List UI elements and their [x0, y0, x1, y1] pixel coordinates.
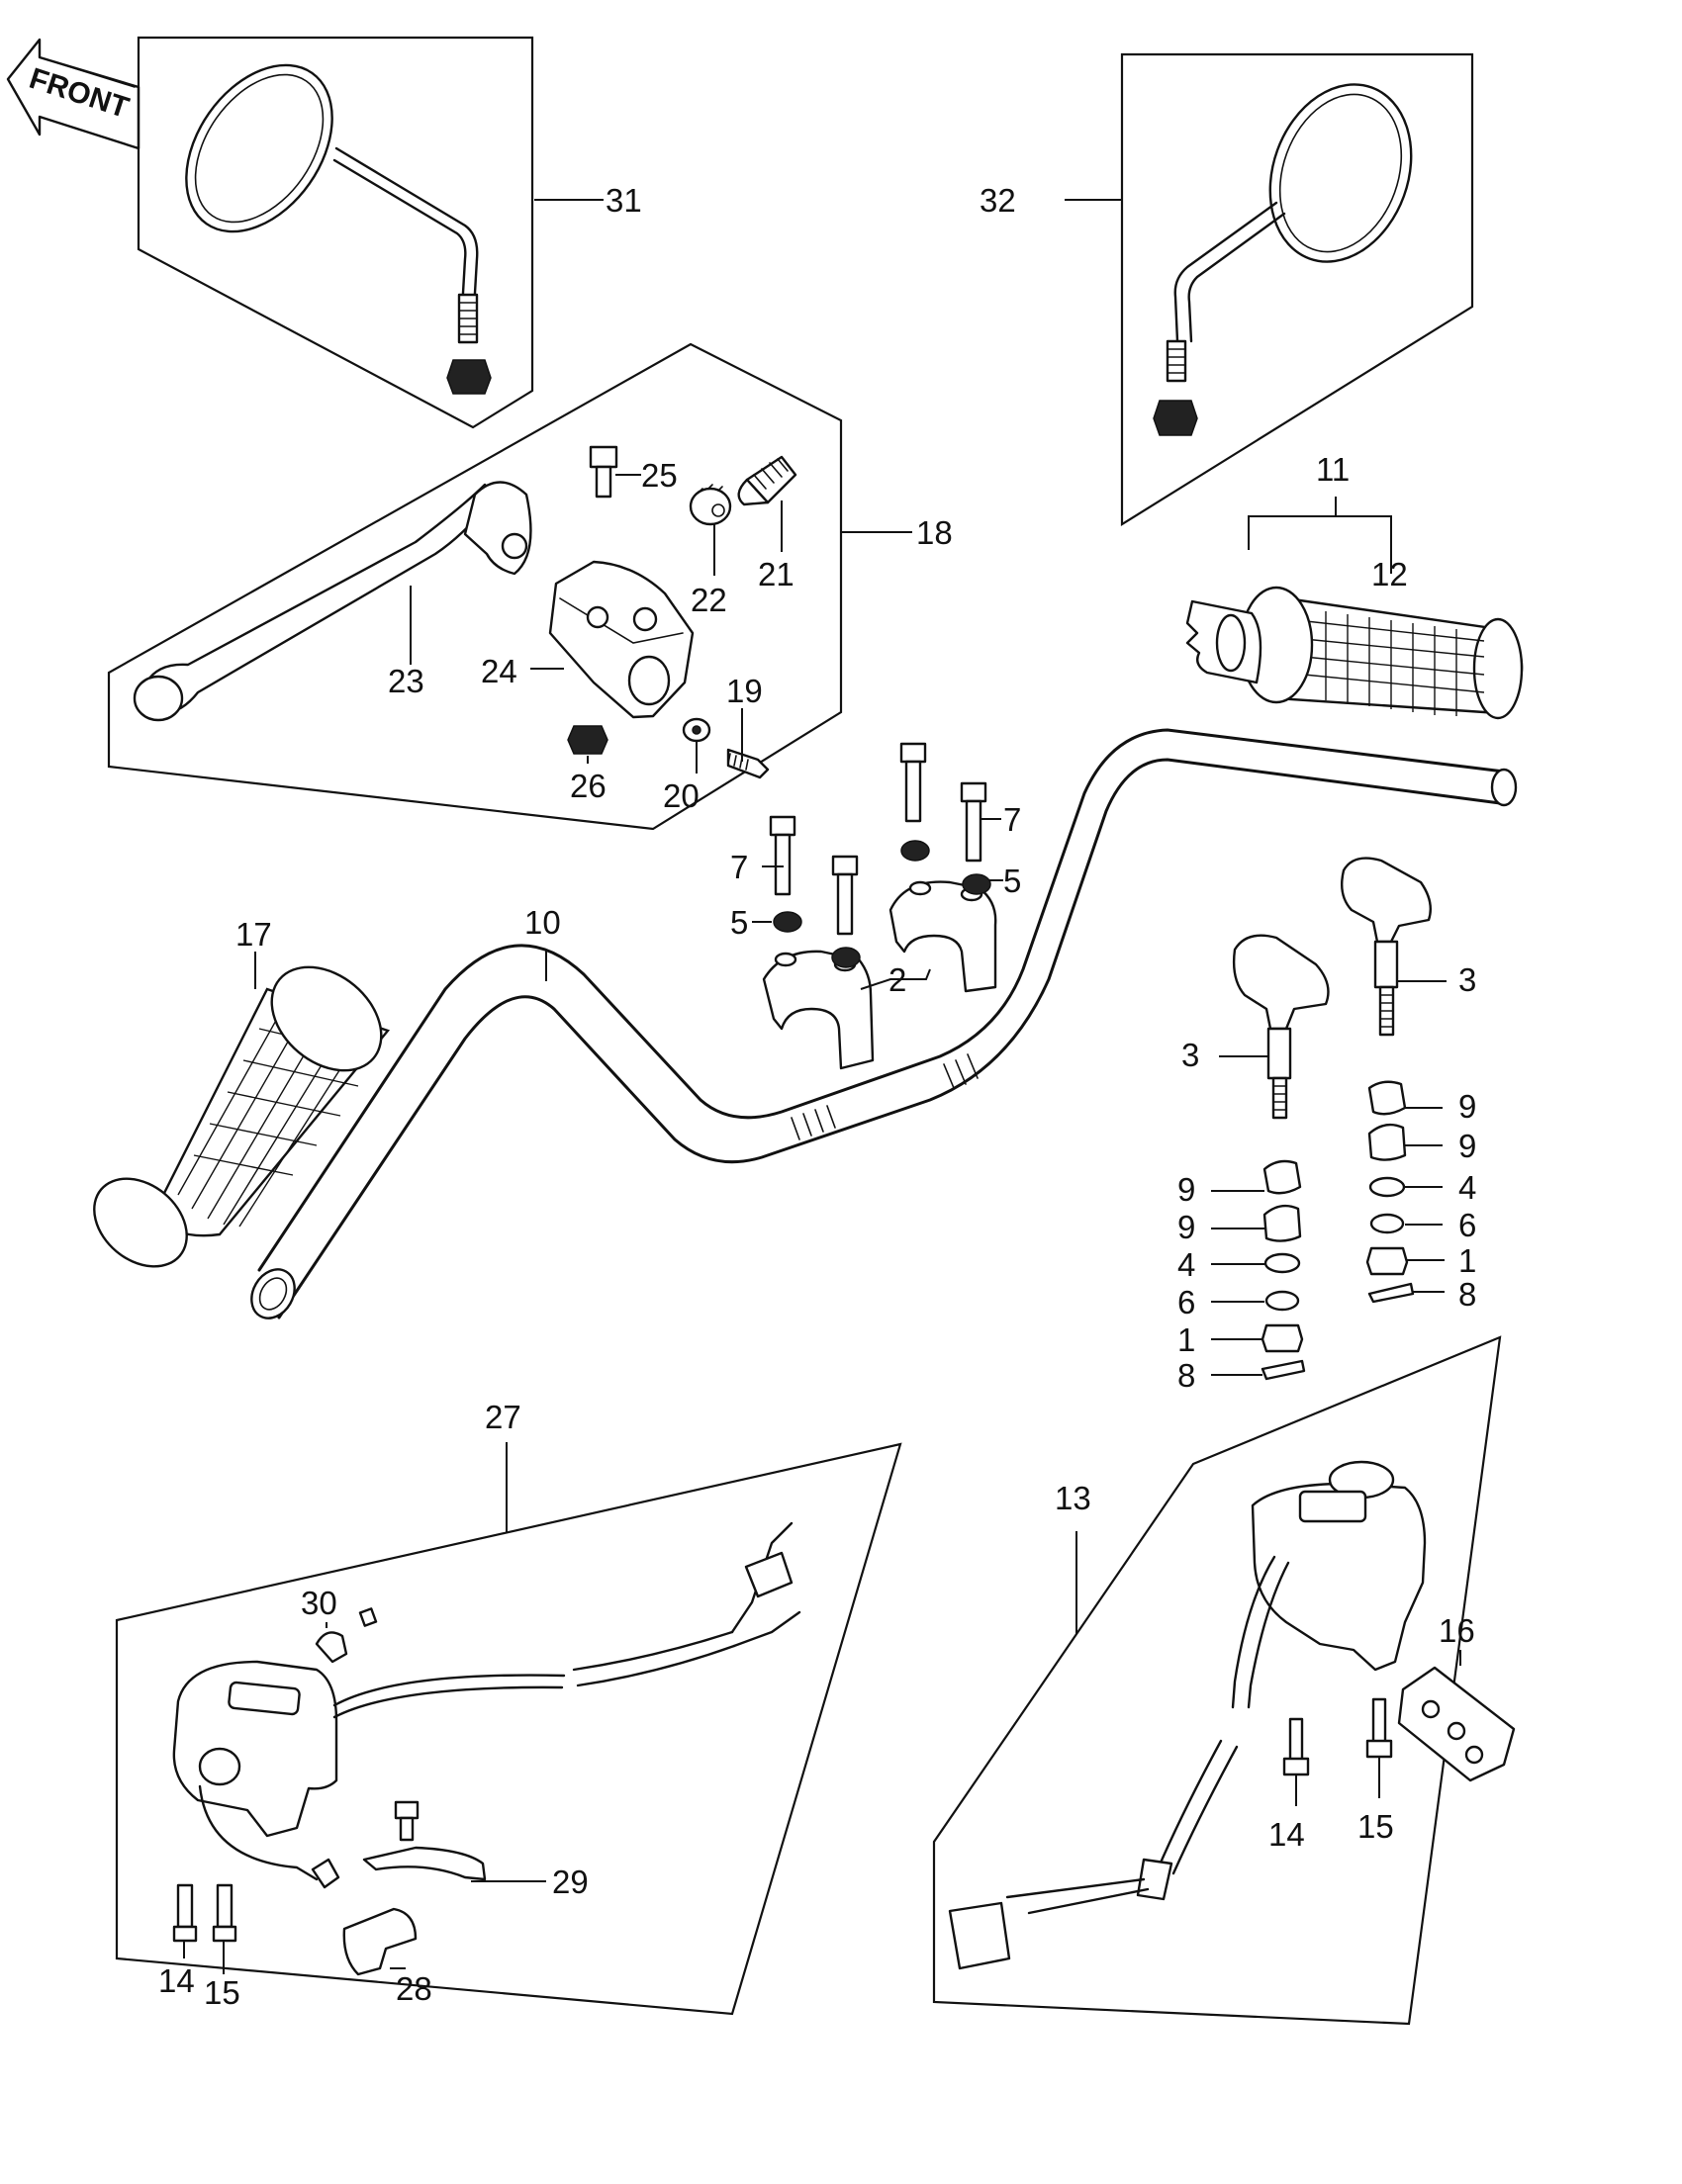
mirror-right-group — [1120, 52, 1474, 526]
callout-15b: 15 — [1357, 1808, 1394, 1845]
callout-10: 10 — [524, 904, 561, 941]
choke-lever-29 — [362, 1846, 487, 1881]
callout-5b: 5 — [1003, 863, 1021, 899]
lever-ball-end — [133, 675, 184, 722]
washer-5d — [962, 873, 991, 895]
leader-lines — [183, 199, 1461, 1974]
holder-right — [1341, 857, 1432, 944]
handlebar-holders — [1232, 857, 1432, 1120]
handlebar — [250, 728, 1518, 1320]
left-grip-end — [93, 1177, 188, 1268]
mirror-nut-32 — [1153, 400, 1198, 436]
callout-6b: 6 — [1177, 1284, 1195, 1320]
callout-4a: 4 — [1458, 1169, 1476, 1206]
clamp-right — [888, 880, 997, 993]
holder-left — [1232, 934, 1330, 1031]
callout-19: 19 — [726, 673, 763, 709]
connector-13 — [948, 1901, 1011, 1970]
left-grip — [93, 965, 391, 1268]
callout-17: 17 — [235, 916, 272, 953]
front-arrow: FRONT — [6, 38, 140, 150]
callout-9b: 9 — [1458, 1128, 1476, 1164]
washer-5a — [773, 911, 802, 933]
choke-knob-28 — [342, 1907, 418, 1976]
callout-7b: 7 — [1003, 801, 1021, 838]
callout-labels: 31 32 25 18 22 21 11 12 23 24 19 26 20 7… — [158, 182, 1476, 2011]
left-switch-group — [115, 1442, 902, 2016]
group-frame-13 — [932, 1335, 1502, 2026]
callout-4b: 4 — [1177, 1246, 1195, 1283]
callout-15a: 15 — [204, 1974, 240, 2011]
callout-22: 22 — [691, 582, 727, 618]
callout-1b: 1 — [1177, 1321, 1195, 1358]
throttle-grip — [1185, 586, 1524, 720]
group-frame-32 — [1120, 52, 1474, 526]
callout-9d: 9 — [1177, 1209, 1195, 1245]
callout-3a: 3 — [1458, 961, 1476, 998]
callout-24: 24 — [481, 653, 517, 689]
group-frame-18 — [107, 342, 843, 831]
callout-30: 30 — [301, 1585, 337, 1621]
lever-holder — [548, 560, 695, 719]
callout-14b: 14 — [1268, 1816, 1305, 1853]
callout-12: 12 — [1371, 556, 1408, 592]
callout-13: 13 — [1055, 1480, 1091, 1516]
mirror-head-31 — [185, 63, 333, 233]
handlebar-end — [250, 1268, 296, 1320]
clamp-bolts — [769, 742, 987, 936]
callout-6a: 6 — [1458, 1207, 1476, 1243]
callout-20: 20 — [663, 777, 700, 814]
callout-23: 23 — [388, 663, 424, 699]
washer-5c — [900, 840, 930, 862]
callout-3b: 3 — [1181, 1037, 1199, 1073]
damper-stack-left — [1261, 1159, 1306, 1381]
handlebar-clamps — [762, 742, 997, 1070]
callout-2: 2 — [888, 961, 906, 998]
callout-28: 28 — [396, 1970, 432, 2007]
callout-21: 21 — [758, 556, 794, 592]
clutch-lever — [144, 483, 497, 714]
right-switch-housing — [1251, 1482, 1427, 1672]
lever-group — [107, 342, 843, 831]
washer-5b — [831, 947, 861, 968]
callout-18: 18 — [916, 514, 953, 551]
right-switch-group — [932, 1335, 1516, 2026]
connector-27 — [744, 1551, 794, 1598]
clamp-left — [762, 950, 875, 1070]
group-frame-27 — [115, 1442, 902, 2016]
bolt-25 — [589, 445, 618, 469]
callout-31: 31 — [606, 182, 642, 219]
callout-29: 29 — [552, 1864, 589, 1900]
callout-25: 25 — [641, 457, 678, 494]
callout-32: 32 — [980, 182, 1016, 219]
callout-8b: 8 — [1177, 1357, 1195, 1394]
callout-5a: 5 — [730, 904, 748, 941]
mirror-left-group — [137, 36, 534, 429]
callout-27: 27 — [485, 1399, 521, 1435]
callout-16: 16 — [1439, 1612, 1475, 1649]
callout-7a: 7 — [730, 849, 748, 885]
group-frame-31 — [137, 36, 534, 429]
callout-14a: 14 — [158, 1962, 195, 1999]
callout-8a: 8 — [1458, 1276, 1476, 1313]
nut-26 — [567, 725, 608, 755]
callout-9c: 9 — [1177, 1171, 1195, 1208]
left-grip-flange — [270, 965, 383, 1072]
mirror-nut-31 — [446, 359, 492, 395]
callout-1a: 1 — [1458, 1242, 1476, 1279]
mirror-stem-32 — [1166, 339, 1187, 383]
callout-11: 11 — [1316, 451, 1350, 488]
damper-stack-right — [1365, 1080, 1415, 1304]
switch-knob-30 — [315, 1631, 348, 1664]
adjuster-locknut — [689, 487, 732, 526]
callout-9a: 9 — [1458, 1088, 1476, 1125]
callout-26: 26 — [570, 768, 607, 804]
mirror-head-32 — [1268, 83, 1413, 263]
